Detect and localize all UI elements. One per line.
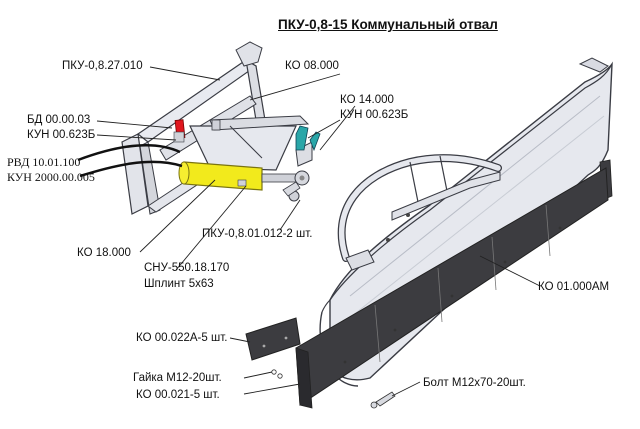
label-bolt-m12x70: Болт М12х70-20шт. bbox=[423, 377, 526, 389]
label-bd-00-00-03: БД 00.00.03 bbox=[27, 114, 91, 126]
label-ko-00-022a: КО 00.022А-5 шт. bbox=[136, 332, 228, 344]
hydraulic-hoses bbox=[77, 119, 321, 178]
label-rvd-10-01-100: РВД 10.01.100 bbox=[7, 155, 81, 169]
label-ko-14-000: КО 14.000 bbox=[340, 94, 394, 106]
label-ko-08-000: КО 08.000 bbox=[285, 60, 339, 72]
label-ko-18-000: КО 18.000 bbox=[77, 247, 131, 259]
label-kun-2000-00-005: КУН 2000.00.005 bbox=[7, 170, 95, 184]
label-shplint-5x63: Шплинт 5х63 bbox=[144, 278, 214, 290]
blade-moldboard bbox=[295, 57, 613, 409]
label-ko-00-021: КО 00.021-5 шт. bbox=[136, 389, 220, 401]
loose-parts bbox=[245, 317, 396, 409]
diagram-title: ПКУ-0,8-15 Коммунальный отвал bbox=[278, 17, 498, 32]
blade-support-arc bbox=[337, 154, 502, 271]
label-kun-00-623b-left: КУН 00.623Б bbox=[27, 129, 96, 141]
label-snu-550-18-170: СНУ-550.18.170 bbox=[144, 262, 230, 274]
label-pku-0-8-27-010: ПКУ-0,8.27.010 bbox=[62, 60, 143, 72]
mounting-frame bbox=[121, 41, 313, 215]
hydraulic-cylinder bbox=[178, 161, 310, 191]
label-ko-01-000am: КО 01.000АМ bbox=[538, 281, 610, 293]
label-kun-00-623b-right: КУН 00.623Б bbox=[340, 109, 409, 121]
label-gaika-m12: Гайка М12-20шт. bbox=[133, 372, 222, 384]
leader-lines bbox=[96, 66, 541, 397]
label-pku-0-8-01-012: ПКУ-0,8.01.012-2 шт. bbox=[202, 228, 313, 240]
